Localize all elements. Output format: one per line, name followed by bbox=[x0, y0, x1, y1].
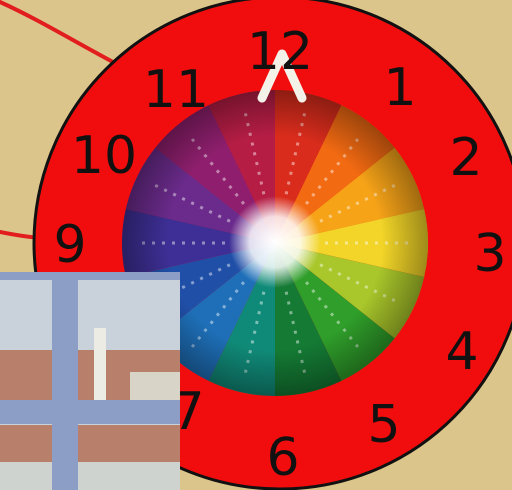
numeral-12: 12 bbox=[247, 22, 313, 82]
window-photo bbox=[0, 272, 180, 490]
numeral-6: 6 bbox=[266, 428, 299, 488]
numeral-5: 5 bbox=[367, 395, 400, 455]
numeral-1: 1 bbox=[383, 58, 416, 118]
numeral-4: 4 bbox=[445, 322, 478, 382]
numeral-9: 9 bbox=[53, 215, 86, 275]
color-wheel-center bbox=[229, 196, 321, 288]
numeral-11: 11 bbox=[143, 60, 209, 120]
numeral-3: 3 bbox=[473, 224, 506, 284]
numeral-10: 10 bbox=[71, 126, 137, 186]
numeral-2: 2 bbox=[449, 128, 482, 188]
